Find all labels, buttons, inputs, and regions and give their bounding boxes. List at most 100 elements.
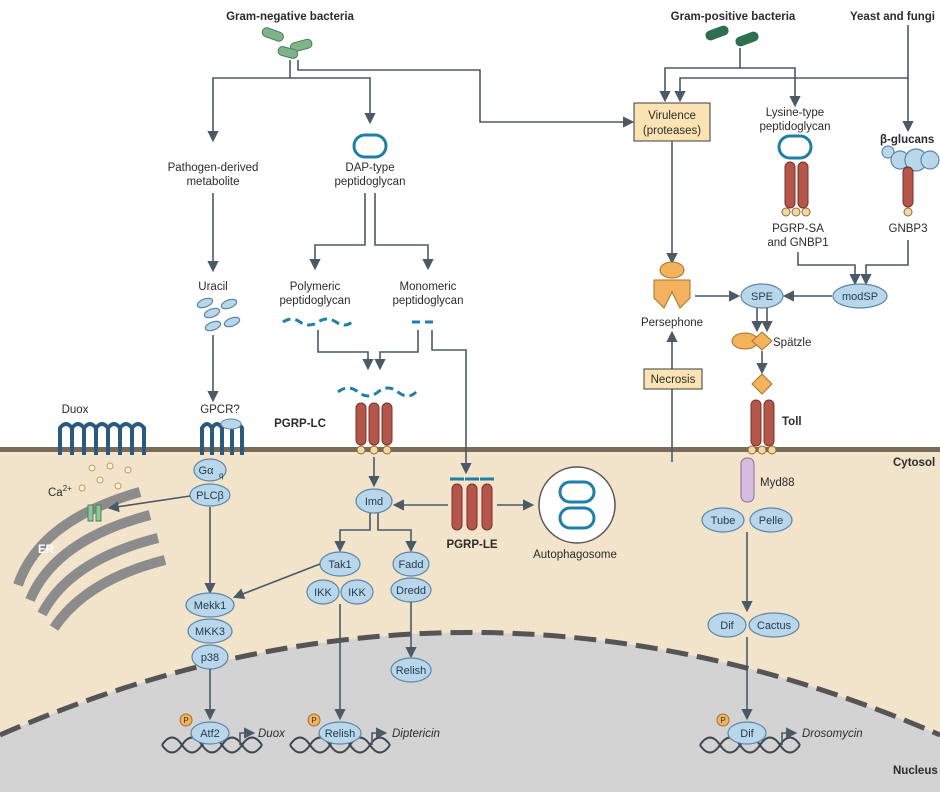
svg-text:Imd: Imd xyxy=(365,496,383,508)
phospho-dif-icon: P xyxy=(716,713,730,727)
svg-text:Mekk1: Mekk1 xyxy=(194,600,226,612)
dif-cytosol-node: Dif xyxy=(707,612,747,638)
svg-text:Tak1: Tak1 xyxy=(328,559,351,571)
gram-negative-branch-arrows xyxy=(207,60,635,143)
tube-node: Tube xyxy=(701,507,745,533)
gram-positive-bacteria-icon xyxy=(705,25,759,47)
svg-text:PLCβ: PLCβ xyxy=(196,490,224,502)
gene-drosomycin: Drosomycin xyxy=(802,728,863,740)
svg-text:Atf2: Atf2 xyxy=(200,728,220,740)
arrow-tak1-to-mekk1 xyxy=(232,563,321,599)
toll-receptor xyxy=(747,373,777,455)
cytosol-label: Cytosol xyxy=(893,457,935,469)
pgrp-lc-label: PGRP-LC xyxy=(274,418,326,430)
persephone-icon xyxy=(653,261,691,309)
duox-label: Duox xyxy=(62,404,89,416)
cactus-node: Cactus xyxy=(748,612,800,638)
atf2-node: Atf2 xyxy=(190,721,230,745)
svg-text:Tube: Tube xyxy=(711,515,736,527)
pathogen-metabolite-label-2: metabolite xyxy=(186,176,239,188)
svg-text:Dif: Dif xyxy=(720,620,734,632)
monomeric-label-1: Monomeric xyxy=(400,281,457,293)
monomeric-label-2: peptidoglycan xyxy=(393,295,464,307)
beta-glucans-icon xyxy=(881,145,940,172)
plcb-node: PLCβ xyxy=(189,483,231,507)
transcription-arrow-duox xyxy=(239,727,256,745)
mekk1-node: Mekk1 xyxy=(185,592,235,618)
polymeric-peptidoglycan-icon xyxy=(282,317,353,327)
svg-text:Cactus: Cactus xyxy=(757,620,792,632)
myd88-node xyxy=(740,457,755,503)
ikk-node-1: IKK xyxy=(306,579,340,605)
svg-text:Pelle: Pelle xyxy=(759,515,783,527)
autophagosome-icon xyxy=(538,466,616,544)
lysine-peptidoglycan-icon xyxy=(777,134,813,160)
svg-text:Necrosis: Necrosis xyxy=(651,374,696,386)
imd-node: Imd xyxy=(355,488,393,514)
svg-text:IKK: IKK xyxy=(348,587,366,599)
beta-glucans-label: β-glucans xyxy=(880,134,934,146)
imd-branch-arrows xyxy=(334,513,417,553)
gaq-node: Gα q xyxy=(193,458,227,482)
dif-nucleus-node: Dif xyxy=(727,721,767,745)
polymeric-label-1: Polymeric xyxy=(290,281,341,293)
gram-negative-label: Gram-negative bacteria xyxy=(226,11,354,23)
dap-label-1: DAP-type xyxy=(345,162,394,174)
phospho-atf2-icon: P xyxy=(179,713,193,727)
arrow-pgrp-sa-to-modsp xyxy=(797,252,861,286)
gram-negative-bacteria-icon xyxy=(261,27,313,59)
dap-label-2: peptidoglycan xyxy=(335,176,406,188)
pgrp-sa-label-2: and GNBP1 xyxy=(767,237,828,249)
svg-text:Virulence: Virulence xyxy=(648,110,696,122)
svg-text:Dif: Dif xyxy=(740,728,754,740)
svg-text:p38: p38 xyxy=(201,652,219,664)
virulence-box: Virulence (proteases) xyxy=(633,102,711,142)
gnbp3-receptor xyxy=(902,166,914,217)
calcium-ions xyxy=(78,462,132,492)
arrow-gnbp3-to-modsp xyxy=(860,240,909,286)
svg-text:SPE: SPE xyxy=(751,291,773,303)
pgrp-le-label: PGRP-LE xyxy=(446,539,497,551)
svg-text:Dredd: Dredd xyxy=(396,585,426,597)
pgrp-le-receptor xyxy=(450,477,494,531)
toll-label: Toll xyxy=(782,416,802,428)
pgrp-sa-label-1: PGRP-SA xyxy=(772,223,824,235)
svg-text:IKK: IKK xyxy=(314,587,332,599)
spatzle-icon xyxy=(731,331,773,351)
gnbp3-label: GNBP3 xyxy=(889,223,928,235)
svg-text:Relish: Relish xyxy=(325,728,356,740)
arrow-plcb-to-er xyxy=(107,495,191,513)
pgrp-sa-receptor xyxy=(781,161,811,217)
gram-positive-label: Gram-positive bacteria xyxy=(671,11,796,23)
plasma-membrane xyxy=(0,447,940,452)
spe-to-spatzle-arrows xyxy=(751,308,773,333)
gram-positive-branch-arrows xyxy=(659,25,914,133)
ikk-node-2: IKK xyxy=(340,579,374,605)
transcription-arrow-drosomycin xyxy=(781,727,798,745)
er-label: ER xyxy=(38,544,55,556)
persephone-label: Persephone xyxy=(641,317,703,329)
myd88-label: Myd88 xyxy=(760,477,795,489)
uracil-molecules xyxy=(196,297,241,332)
svg-text:Relish: Relish xyxy=(396,665,427,677)
lysine-label-1: Lysine-type xyxy=(766,107,824,119)
lysine-label-2: peptidoglycan xyxy=(760,121,831,133)
polymeric-label-2: peptidoglycan xyxy=(280,295,351,307)
dredd-node: Dredd xyxy=(390,577,432,603)
transcription-arrow-diptericin xyxy=(371,727,388,745)
phospho-relish-icon: P xyxy=(307,713,321,727)
dap-split-arrows xyxy=(309,193,434,271)
relish-nucleus-node: Relish xyxy=(318,721,362,745)
p38-node: p38 xyxy=(191,644,229,670)
gene-diptericin: Diptericin xyxy=(392,728,440,740)
pelle-node: Pelle xyxy=(749,507,793,533)
er-organelle xyxy=(13,487,167,631)
gene-duox: Duox xyxy=(258,728,286,740)
dap-peptidoglycan-icon xyxy=(352,133,388,159)
tak1-node: Tak1 xyxy=(319,551,361,577)
spatzle-label: Spätzle xyxy=(773,337,811,349)
modsp-node: modSP xyxy=(832,283,888,309)
svg-text:q: q xyxy=(219,471,223,480)
